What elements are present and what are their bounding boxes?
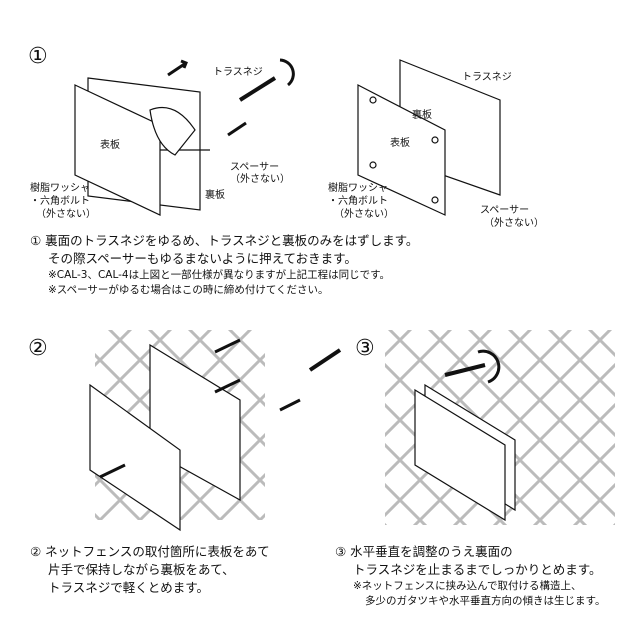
label-front-plate-right: 表板 [390, 138, 410, 149]
label-spacer-right: スペーサー [480, 205, 530, 216]
step2-diagram [89, 330, 342, 532]
step2-text-2: 片手で保持しながら裏板をあて、 [48, 562, 235, 577]
label-washer-right: 樹脂ワッシャ [328, 183, 388, 194]
step1-right-diagram [357, 59, 501, 216]
step3-text-1: ③ 水平垂直を調整のうえ裏面の [335, 544, 513, 559]
label-washer-note: （外さない） [36, 209, 96, 220]
step1-text-1: ① 裏面のトラスネジをゆるめ、トラスネジと裏板のみをはずします。 [30, 233, 419, 248]
label-back-plate-right: 裏板 [412, 110, 432, 121]
step3-diagram [385, 330, 615, 525]
step1-number: ① [28, 44, 48, 69]
step1-note-2: ※スペーサーがゆるむ場合はこの時に締め付けてください。 [48, 284, 329, 296]
label-back-plate: 裏板 [205, 190, 225, 201]
step2-number: ② [28, 336, 48, 361]
label-spacer: スペーサー [230, 162, 280, 173]
label-washer: 樹脂ワッシャ [30, 183, 90, 194]
step3-text-2: トラスネジを止まるまでしっかりとめます。 [353, 562, 602, 577]
label-spacer-note: （外さない） [230, 174, 290, 185]
step3-number: ③ [355, 336, 375, 361]
step3-note-2: 多少のガタツキや水平垂直方向の傾きは生じます。 [365, 595, 606, 607]
step1-left-diagram [74, 58, 295, 216]
label-bolt: ・六角ボルト [30, 196, 90, 207]
step1-text-2: その際スペーサーもゆるまないように押えておきます。 [48, 251, 357, 266]
step2-text-3: トラスネジで軽くとめます。 [48, 580, 210, 595]
label-bolt-right: ・六角ボルト [328, 196, 388, 207]
label-spacer-note-right: （外さない） [484, 218, 544, 229]
label-front-plate: 表板 [100, 140, 120, 151]
label-washer-note-right: （外さない） [334, 209, 394, 220]
label-screw: トラスネジ [213, 67, 263, 78]
step2-text-1: ② ネットフェンスの取付箇所に表板をあて [30, 544, 270, 559]
step1-note-1: ※CAL-3、CAL-4は上図と一部仕様が異なりますが上記工程は同じです。 [48, 269, 391, 281]
label-screw-right: トラスネジ [462, 72, 512, 83]
step3-note-1: ※ネットフェンスに挟み込んで取付ける構造上、 [353, 580, 582, 592]
